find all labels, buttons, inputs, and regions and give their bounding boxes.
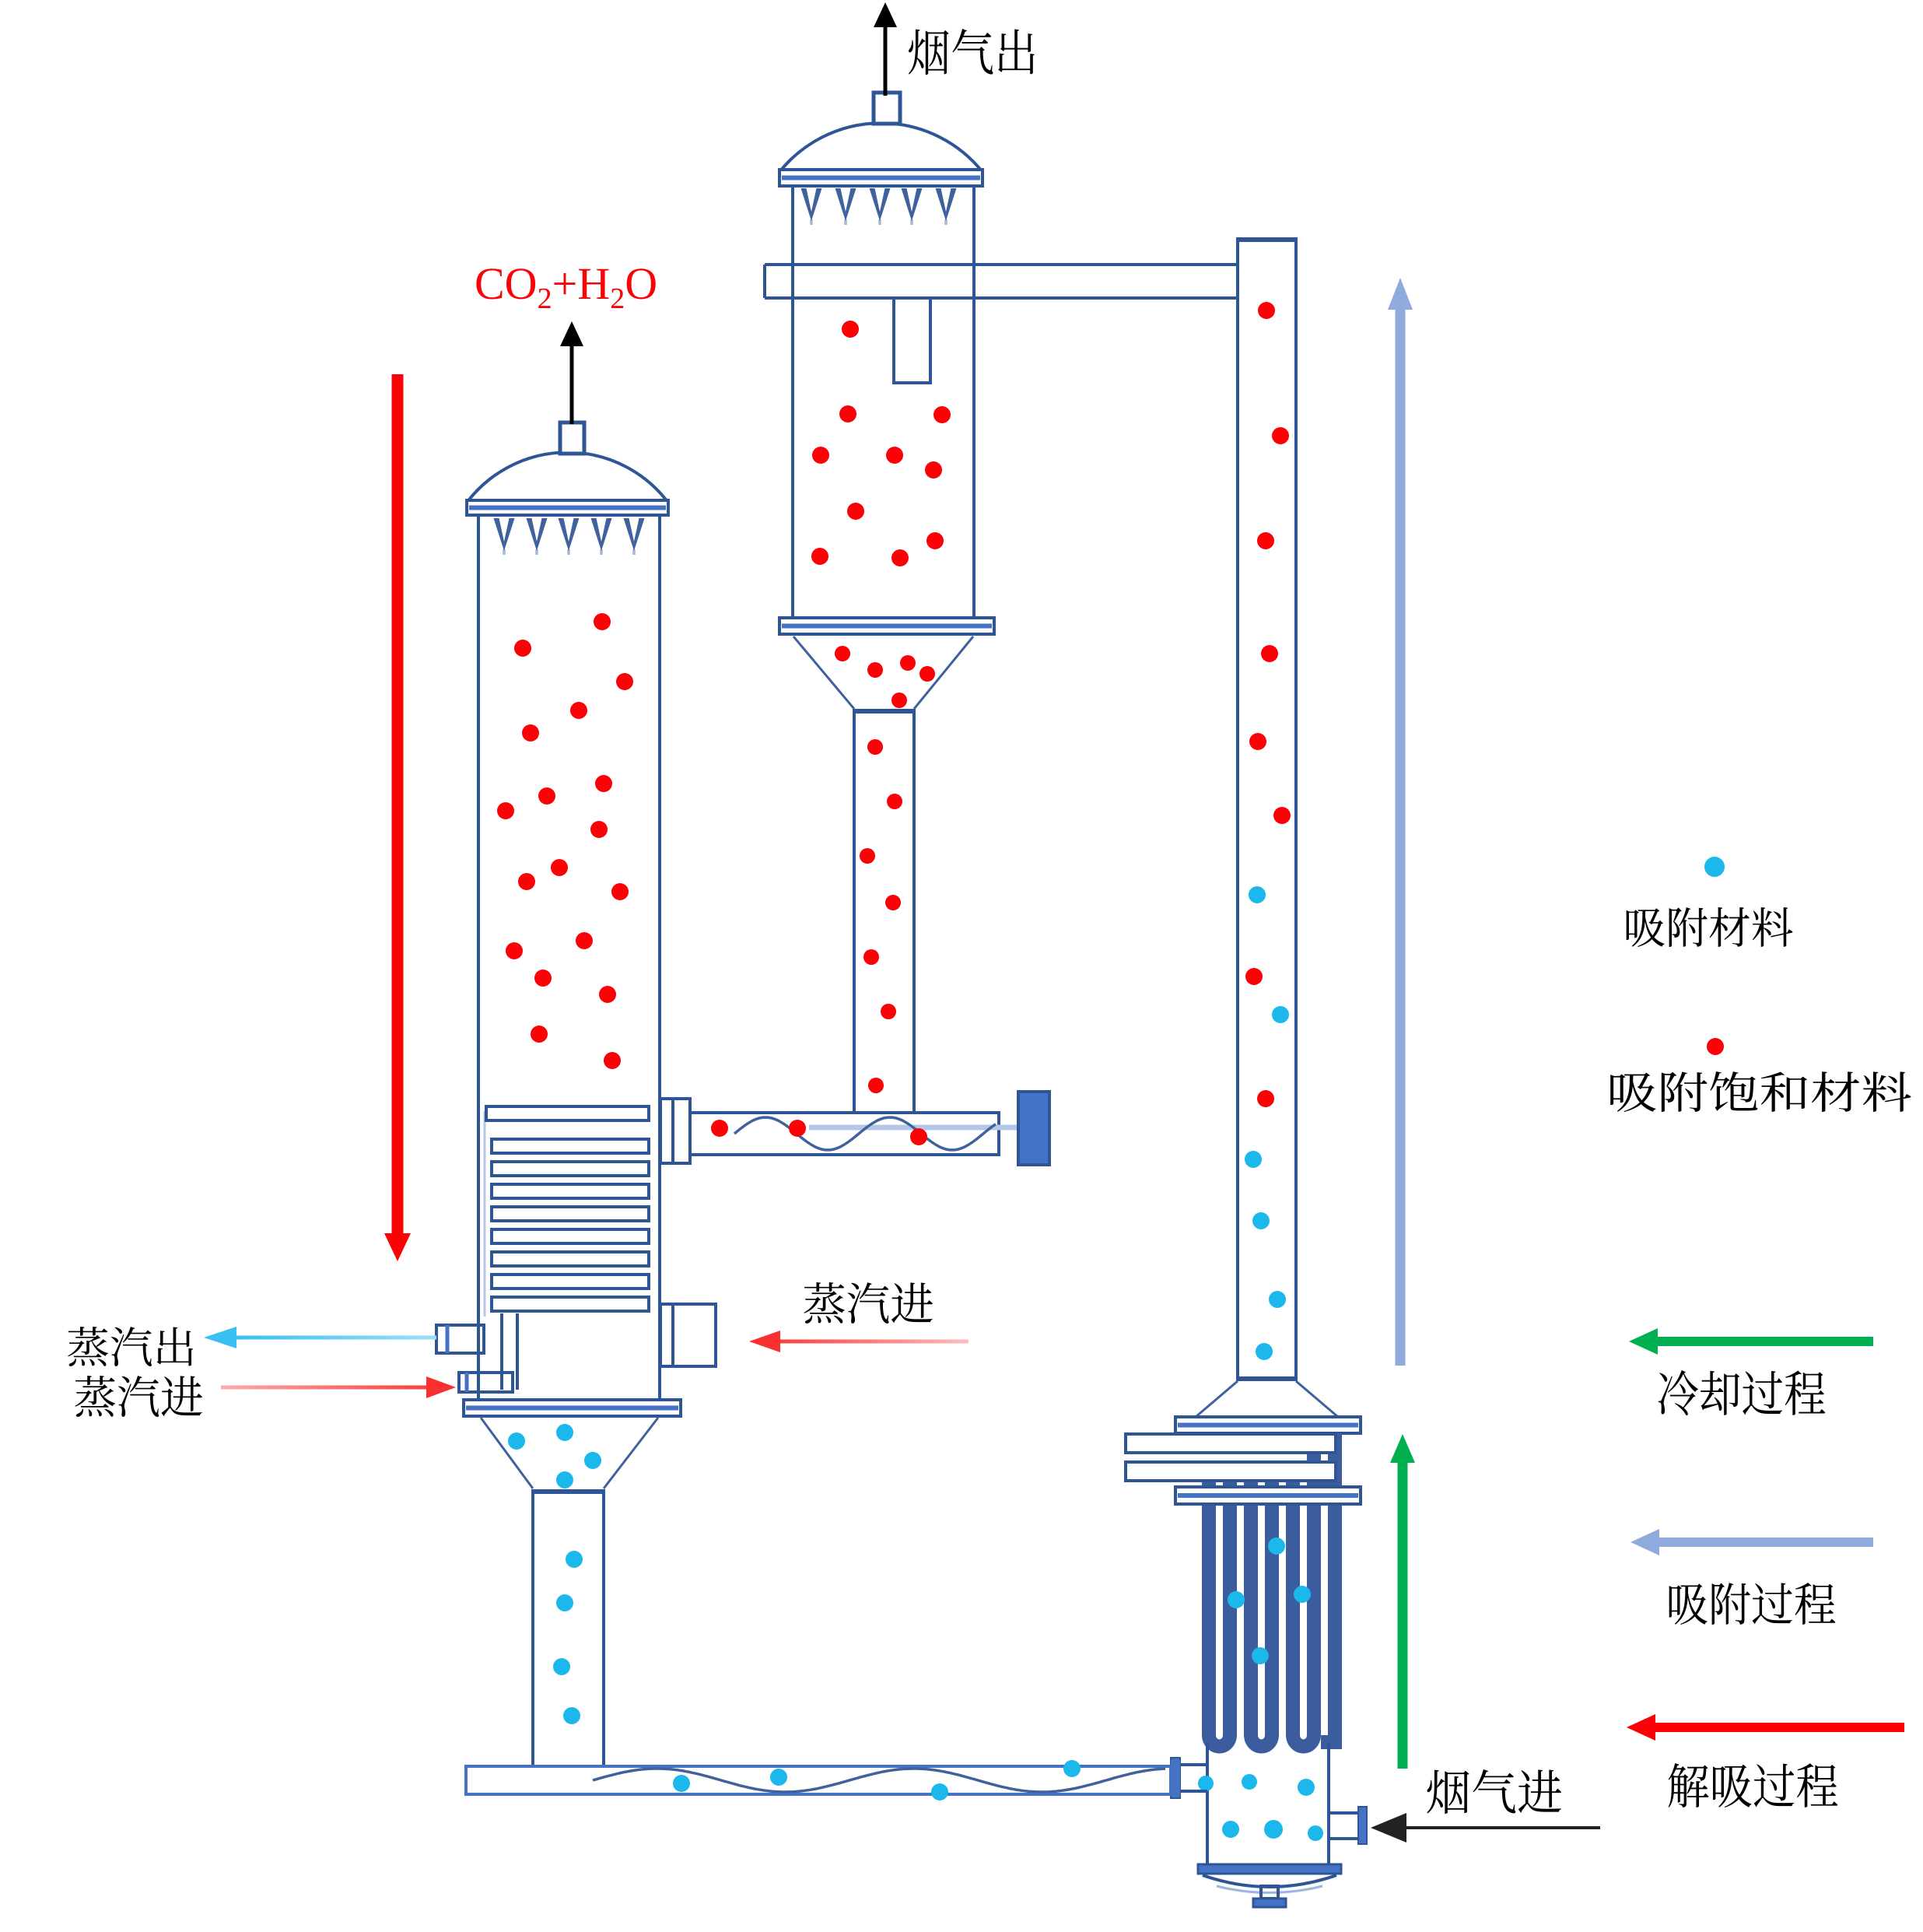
svg-text:CO2+H2O: CO2+H2O: [475, 258, 657, 315]
